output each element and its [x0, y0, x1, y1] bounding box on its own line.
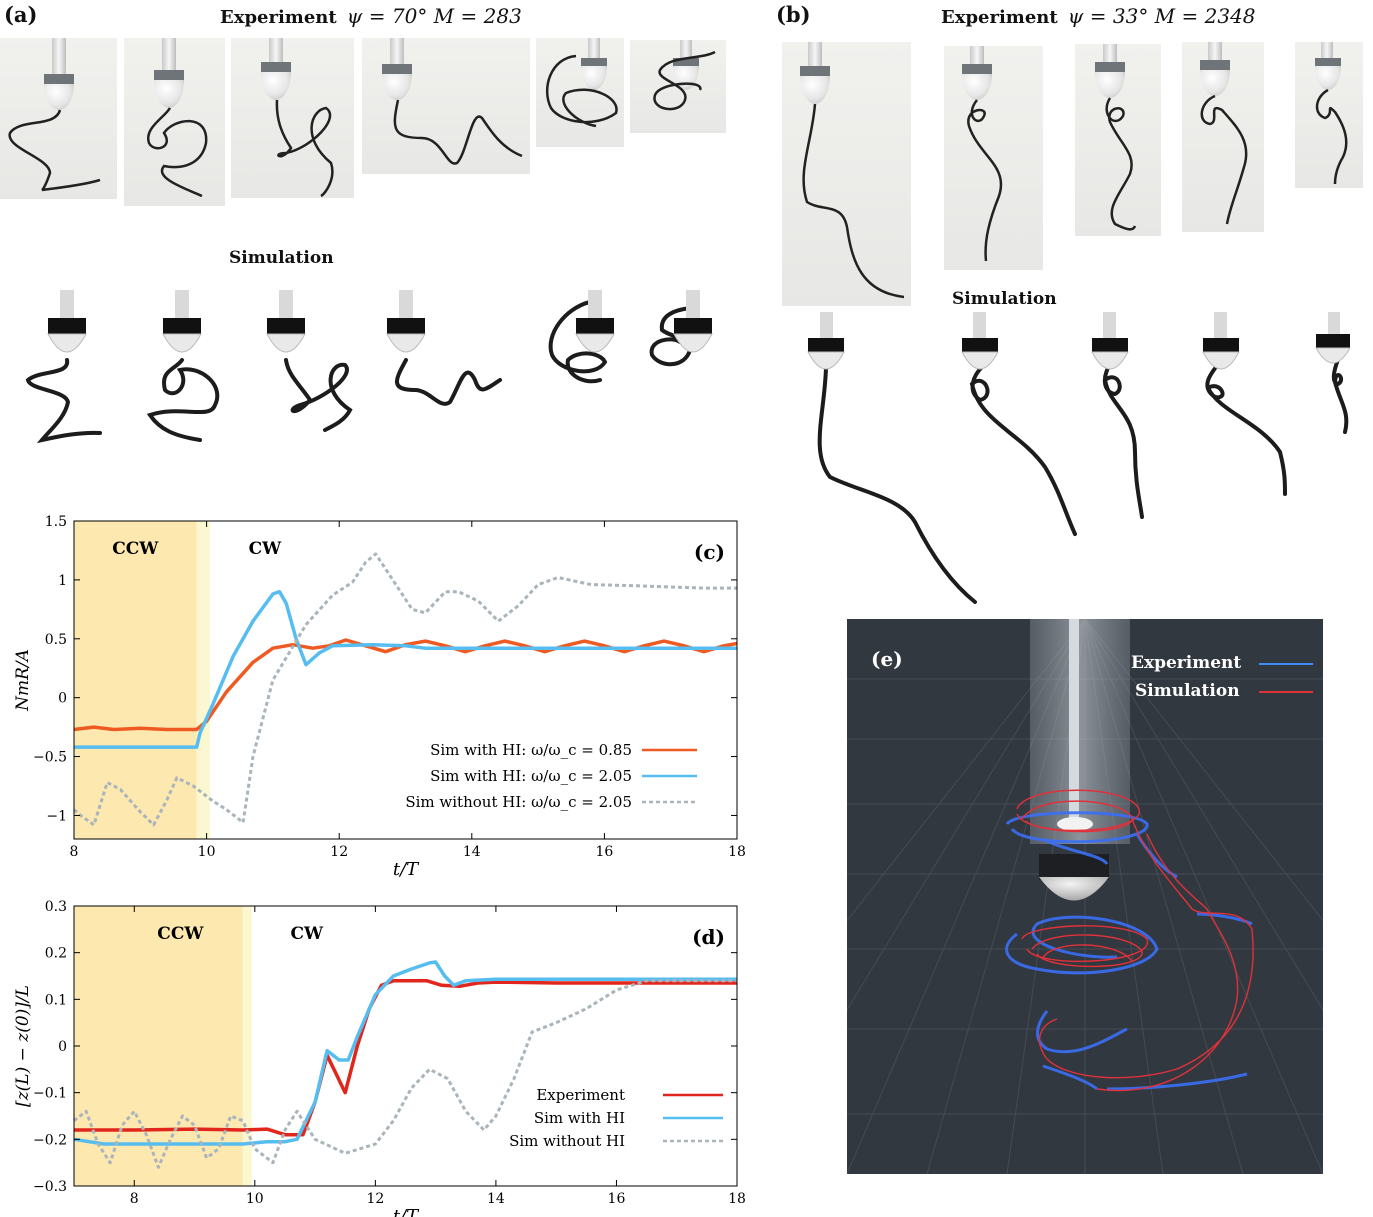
x-tick-label: 18 — [728, 844, 746, 860]
y-tick-label: 0 — [58, 691, 67, 707]
panel-e-legend-experiment-swatch — [1259, 663, 1313, 665]
panel-e-3d-view: (e) Experiment Simulation — [847, 619, 1323, 1174]
x-tick-label: 12 — [366, 1191, 384, 1207]
panel-a-title-params: ψ = 70° M = 283 — [346, 4, 522, 28]
legend-entry: Sim with HI: ω/ω_c = 0.85 — [430, 741, 632, 759]
series-line-2 — [74, 589, 737, 749]
series-line-3 — [73, 979, 737, 1169]
x-tick-label: 10 — [246, 1191, 264, 1207]
panel-e-legend-simulation-swatch — [1259, 691, 1313, 693]
x-tick-label: 8 — [70, 844, 79, 860]
photo-a-4 — [362, 38, 530, 174]
photo-b-5 — [1295, 42, 1363, 188]
photo-b-1 — [782, 42, 911, 306]
x-axis-label: t/T — [393, 1206, 420, 1217]
legend-entry: Sim without HI: ω/ω_c = 2.05 — [405, 793, 632, 811]
panel-a-title: Experiment ψ = 70° M = 283 — [220, 4, 522, 28]
panel-e-label: (e) — [871, 647, 903, 671]
x-tick-label: 14 — [463, 844, 481, 860]
photo-b-2 — [944, 46, 1043, 270]
sim-renders-a — [25, 290, 713, 444]
series-line-2 — [73, 960, 737, 1146]
y-tick-label: 0.1 — [45, 992, 67, 1008]
y-tick-label: 0.5 — [45, 632, 67, 648]
y-tick-label: −1 — [46, 808, 67, 824]
chart-panel-label: (d) — [692, 925, 725, 949]
ccw-label: CCW — [157, 924, 204, 944]
ccw-label: CCW — [112, 539, 159, 559]
y-tick-label: 0.2 — [45, 946, 67, 962]
photo-a-5 — [536, 38, 624, 147]
chart-panel-label: (c) — [694, 540, 725, 564]
legend-entry: Sim with HI: ω/ω_c = 2.05 — [430, 767, 632, 785]
y-tick-label: −0.1 — [33, 1086, 67, 1102]
panel-e-legend-simulation: Simulation — [1135, 681, 1240, 701]
y-axis-label: NmR/A — [13, 649, 33, 712]
y-tick-label: −0.2 — [33, 1132, 67, 1148]
panel-b-title-params: ψ = 33° M = 2348 — [1067, 4, 1256, 28]
panel-b-label: (b) — [776, 2, 811, 27]
panel-e-legend-experiment: Experiment — [1131, 653, 1242, 673]
x-axis-label: t/T — [393, 859, 420, 880]
x-tick-label: 16 — [595, 844, 613, 860]
y-tick-label: −0.3 — [33, 1179, 67, 1195]
panel-b-title-bold: Experiment — [941, 7, 1058, 28]
x-tick-label: 18 — [728, 1191, 746, 1207]
y-tick-label: 0.3 — [45, 899, 67, 915]
y-tick-label: −0.5 — [33, 750, 67, 766]
x-tick-label: 16 — [608, 1191, 626, 1207]
sim-renders-b — [807, 312, 1351, 604]
chart-c: 8 10 12 14 16 18 −1 −0.5 0 0.5 1 1.5 t/T NmR/A CCW CW (c… — [13, 514, 746, 880]
photo-a-2 — [124, 38, 225, 206]
transition-region — [242, 906, 252, 1186]
legend-entry: Sim with HI — [534, 1109, 625, 1127]
cw-label: CW — [249, 539, 283, 559]
panel-b-title: Experiment ψ = 33° M = 2348 — [941, 4, 1256, 28]
panel-e-scene — [847, 619, 1323, 1174]
panel-a-sim-label: Simulation — [229, 248, 334, 268]
y-axis-label: [z(L) − z(0)]/L — [13, 985, 33, 1107]
x-tick-label: 10 — [198, 844, 216, 860]
ccw-region — [74, 906, 243, 1186]
cw-label: CW — [290, 924, 324, 944]
photo-a-3 — [231, 38, 354, 198]
x-tick-label: 12 — [330, 844, 348, 860]
transition-region — [196, 521, 210, 839]
photo-b-4 — [1182, 42, 1264, 232]
chart-d: 8 10 12 14 16 18 −0.3 −0.2 −0.1 0 0.1 0.2 0.3 t/T [z(L… — [13, 899, 746, 1217]
x-tick-label: 14 — [487, 1191, 505, 1207]
photo-a-6 — [630, 40, 726, 133]
legend-entry: Experiment — [536, 1086, 625, 1104]
panel-a-label: (a) — [4, 2, 38, 27]
x-tick-label: 8 — [130, 1191, 139, 1207]
y-tick-label: 1.5 — [45, 514, 67, 530]
photo-b-3 — [1075, 44, 1161, 236]
panel-a-title-bold: Experiment — [220, 7, 337, 28]
legend-entry: Sim without HI — [509, 1132, 625, 1150]
y-tick-label: 0 — [58, 1039, 67, 1055]
ccw-region — [74, 521, 197, 839]
y-tick-label: 1 — [58, 573, 67, 589]
panel-b-sim-label: Simulation — [952, 289, 1057, 309]
photo-a-1 — [0, 38, 117, 199]
plot-frame — [73, 520, 738, 840]
series-line-3 — [73, 552, 737, 827]
